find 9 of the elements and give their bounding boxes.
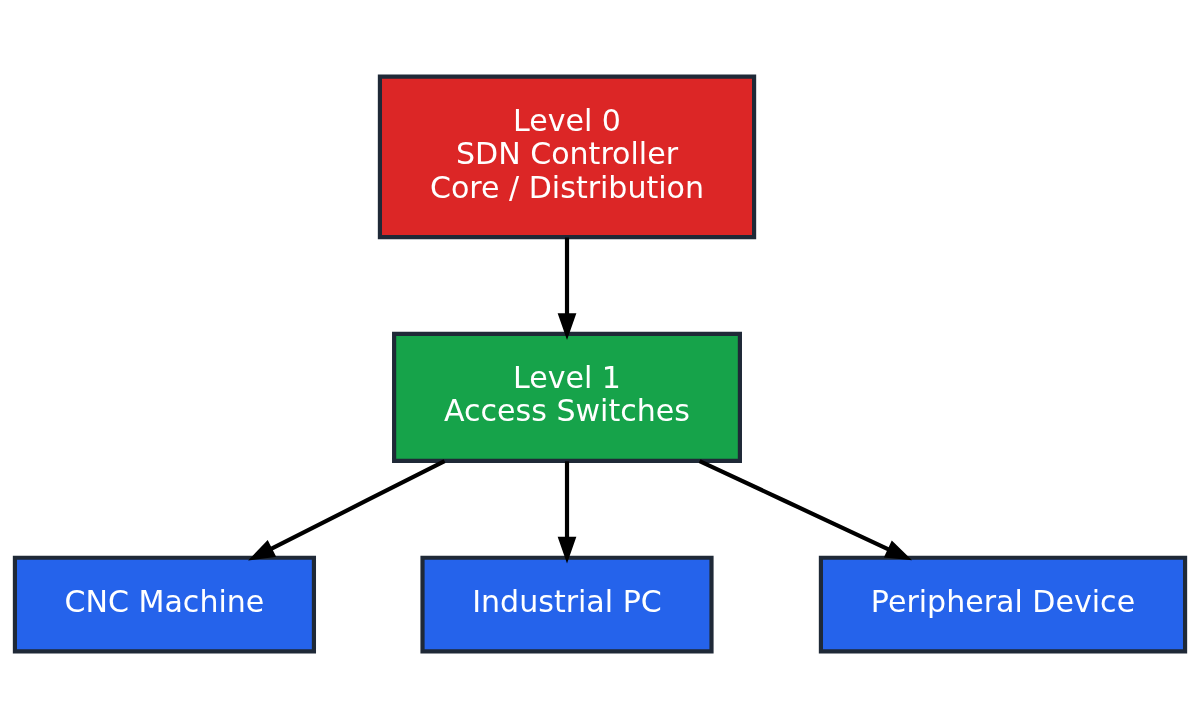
node-box: Peripheral Device xyxy=(818,555,1188,653)
arrow xyxy=(698,458,913,560)
node-box: Level 1 Access Switches xyxy=(392,331,742,463)
node-box: Industrial PC xyxy=(420,555,714,653)
node-box: Level 0 SDN Controller Core / Distribution xyxy=(377,74,757,239)
arrow xyxy=(557,237,577,340)
arrow xyxy=(248,458,446,561)
node-box: CNC Machine xyxy=(12,555,316,653)
arrow xyxy=(557,460,577,563)
